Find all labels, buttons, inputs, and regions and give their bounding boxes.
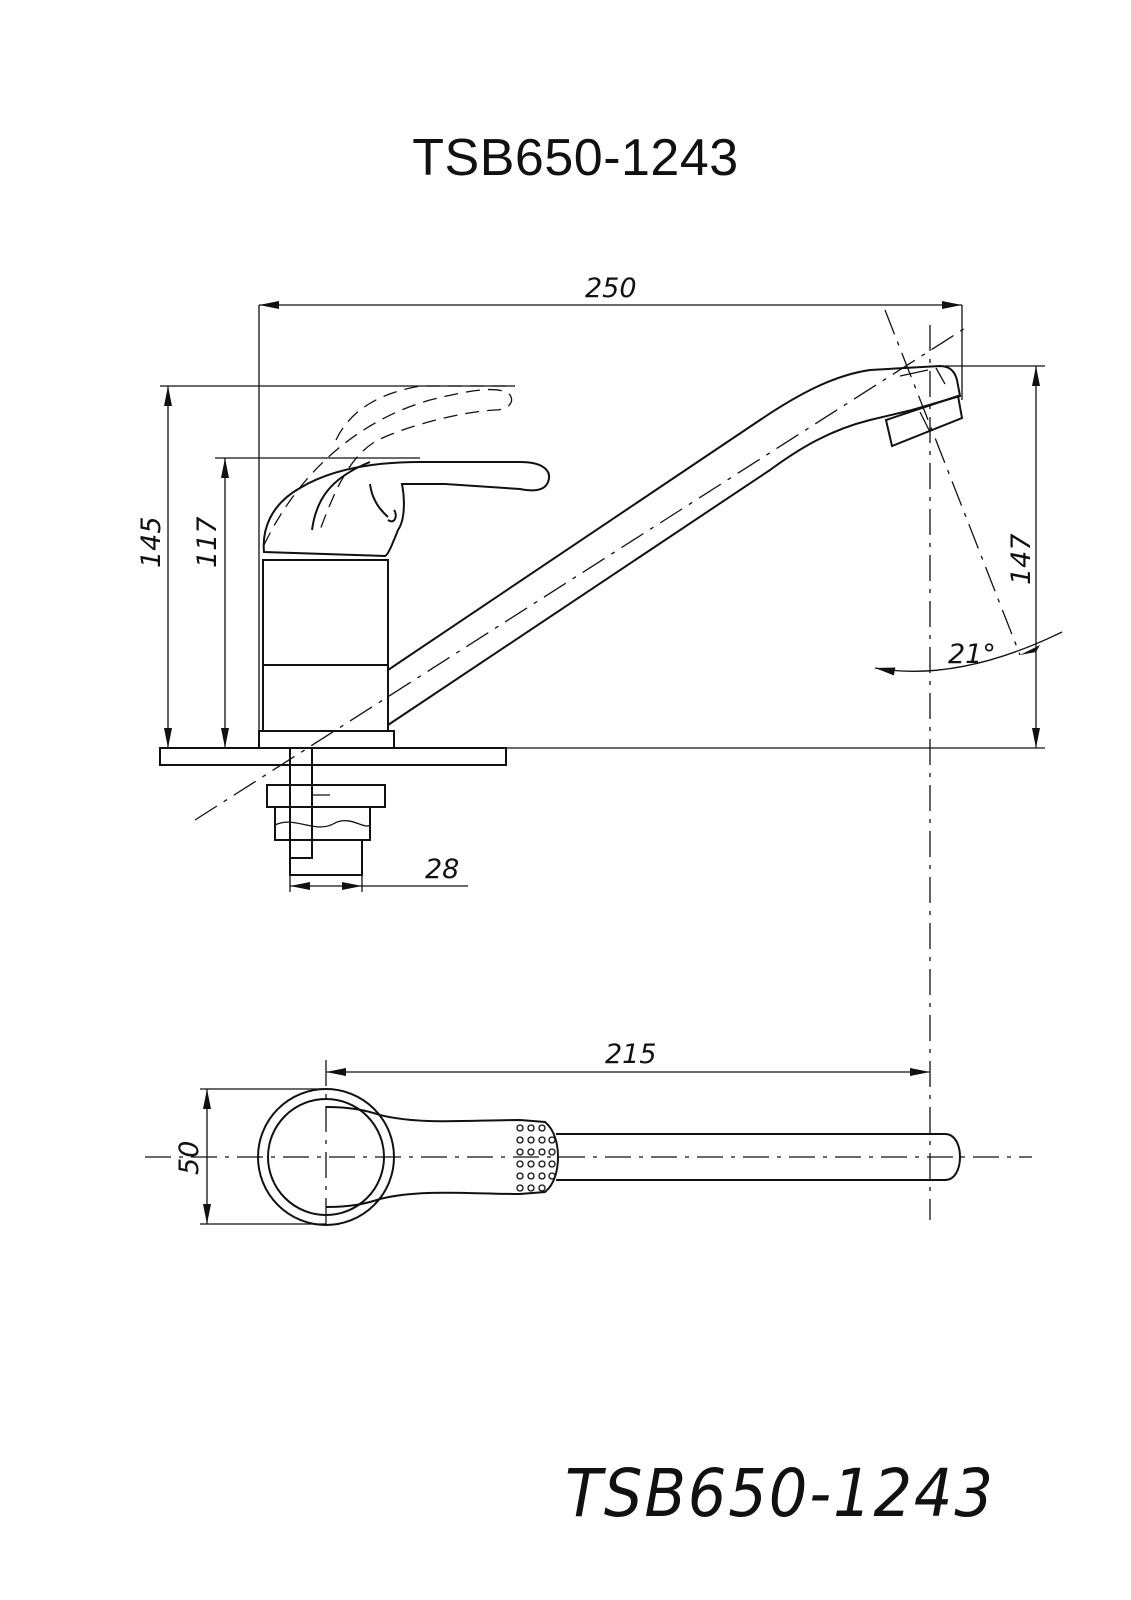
dim-spout-reach: 215	[605, 1039, 657, 1070]
aerator	[884, 394, 964, 448]
dim-overall-length: 250	[585, 273, 637, 304]
dim-body-height: 117	[192, 516, 223, 568]
dim-spout-angle: 21°	[948, 639, 996, 670]
spout-top	[556, 1133, 962, 1181]
side-view: 250 145 117 147 21° 28	[136, 273, 1063, 1220]
drawing-title-bottom: TSB650-1243	[565, 1455, 995, 1532]
dim-handle-height-raised: 145	[136, 516, 167, 568]
spout	[387, 364, 962, 726]
handle-top	[325, 1106, 560, 1208]
base-plate	[159, 747, 507, 766]
lever-handle	[262, 461, 550, 558]
top-view: 50 215	[145, 1039, 1032, 1226]
dim-spout-height: 147	[1006, 533, 1037, 585]
lever-handle-raised	[263, 388, 513, 546]
drawing-title-top: TSB650-1243	[412, 129, 739, 187]
body-ring	[258, 730, 395, 749]
dim-top-width: 50	[174, 1141, 205, 1175]
grip-dots	[516, 1124, 556, 1192]
body-circle-inner	[267, 1098, 385, 1216]
shank-nut	[266, 784, 386, 808]
dim-shank-diameter: 28	[425, 854, 459, 885]
shank-left	[289, 747, 313, 859]
mixer-body	[262, 559, 389, 732]
